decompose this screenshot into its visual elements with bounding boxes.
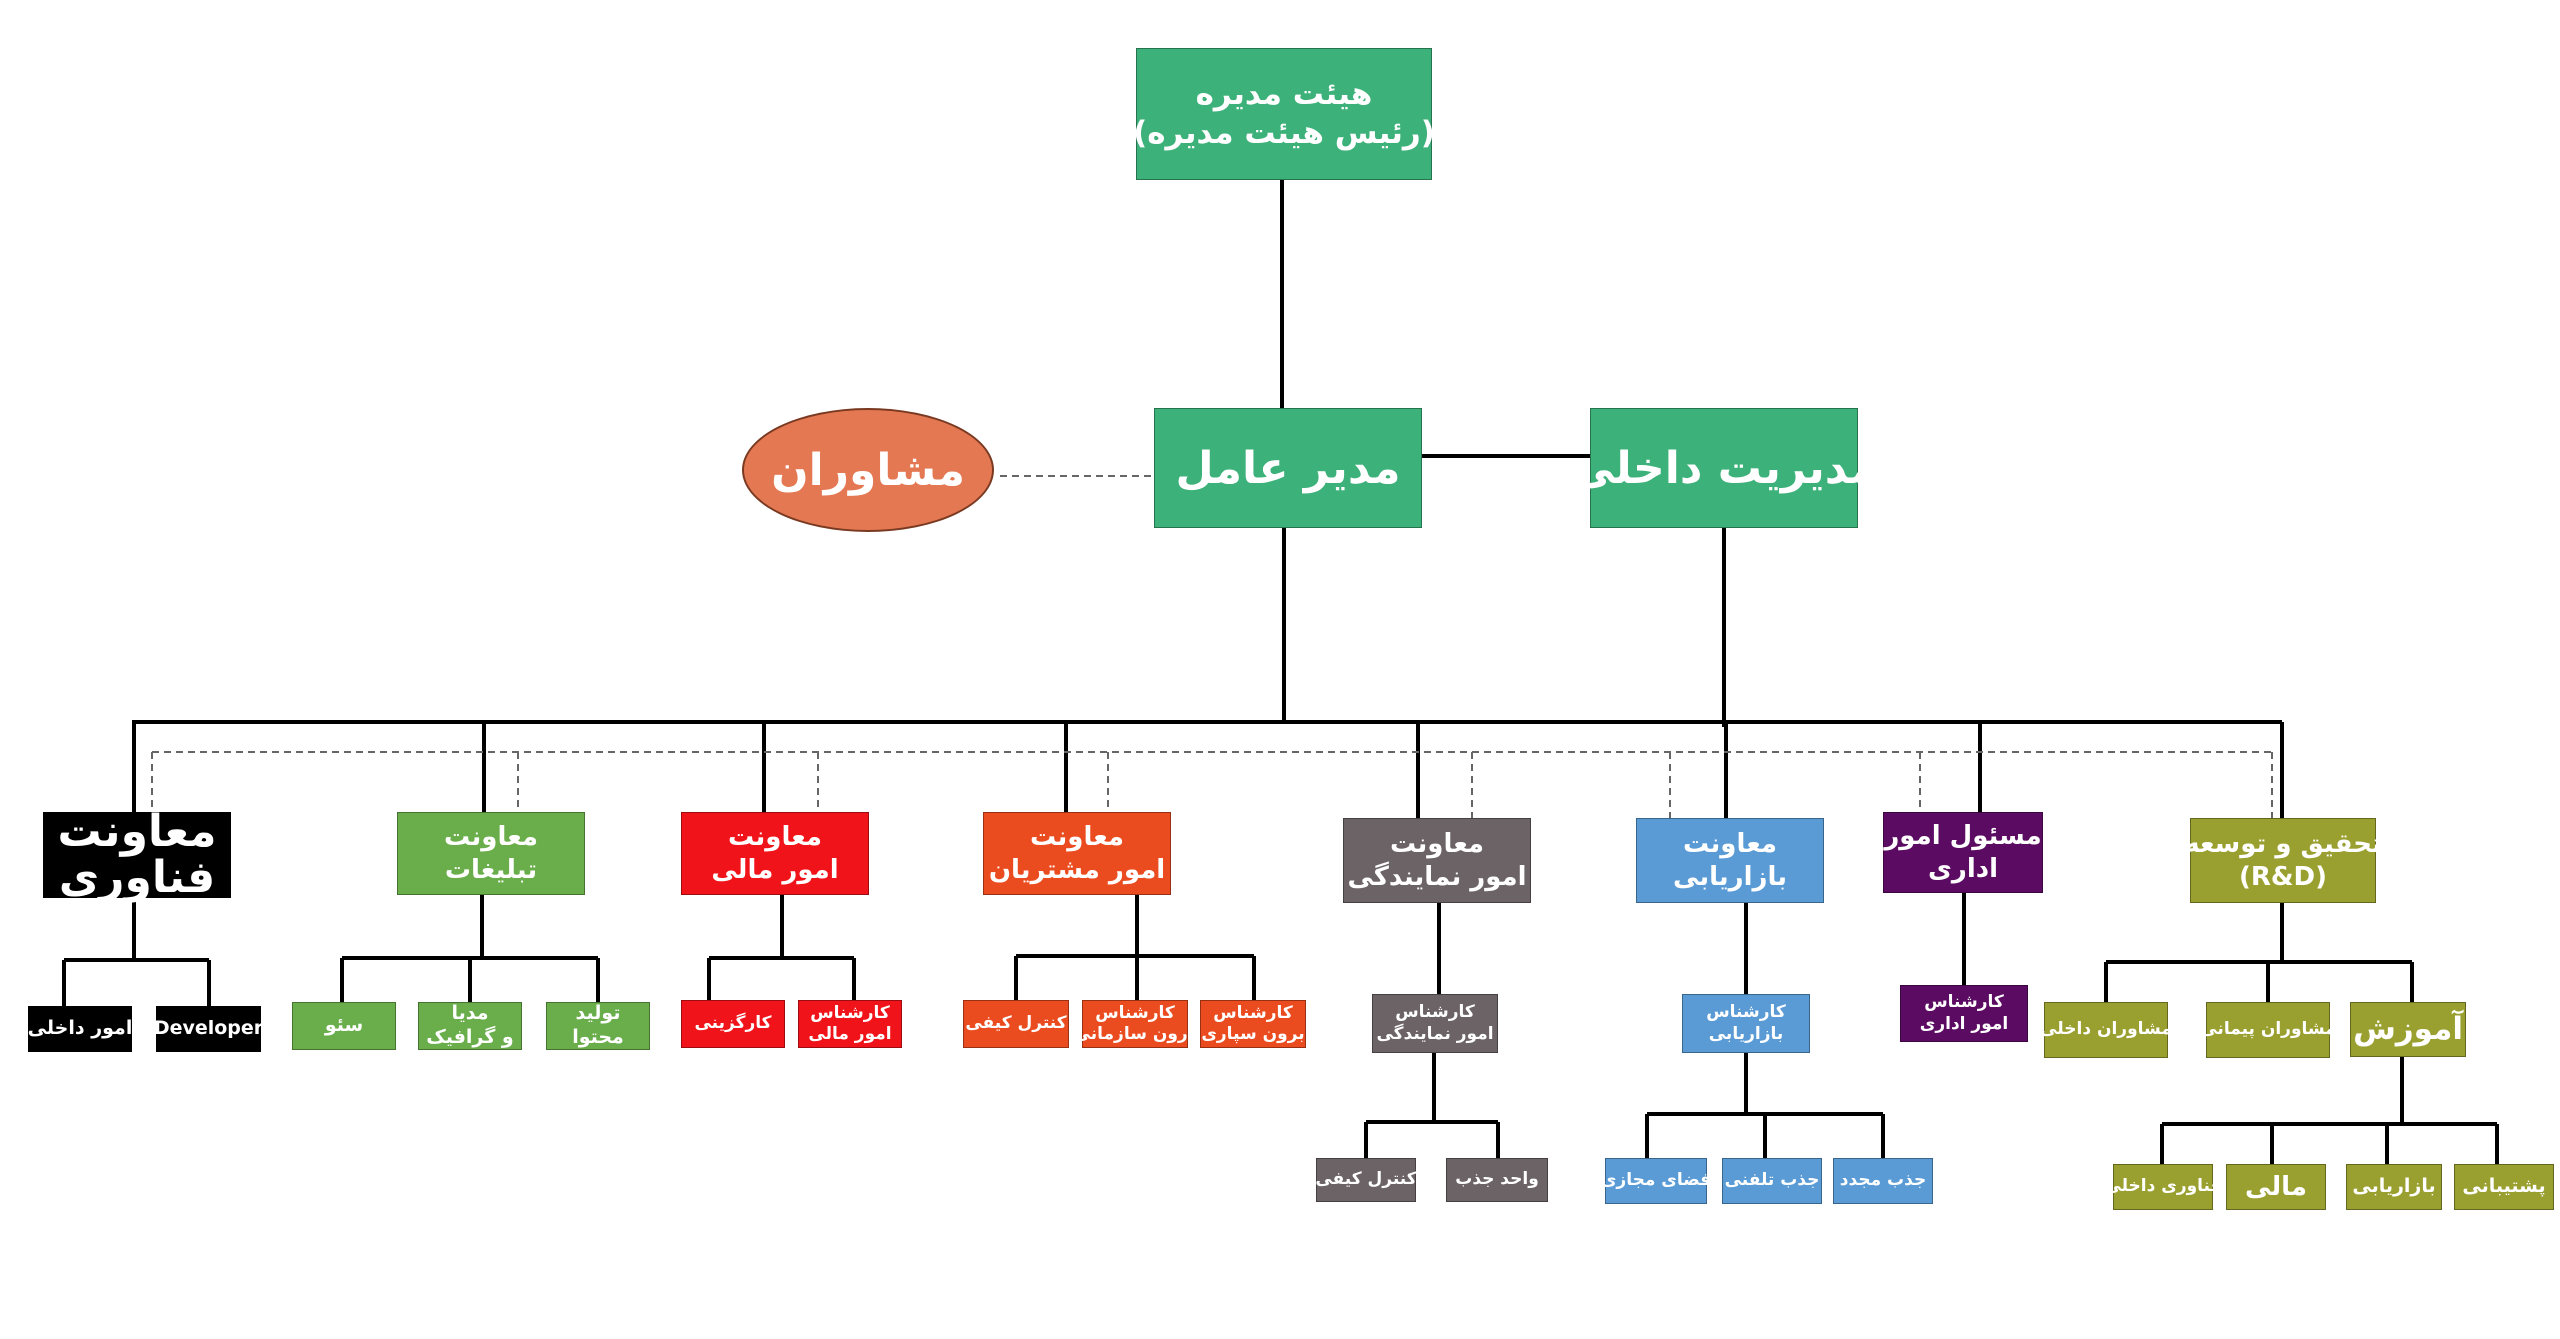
dept-marketing[interactable]: معاونت بازاریابی	[1636, 818, 1824, 903]
training-finance[interactable]: مالی	[2226, 1164, 2326, 1210]
dept-administration-line2: اداری	[1928, 853, 1998, 884]
customers-qc-label: کنترل کیفی	[965, 1013, 1067, 1034]
dept-administration-line1: مسئول امور	[1884, 821, 2042, 851]
admin-expert-line2: امور اداری	[1919, 1013, 2009, 1034]
dept-technology-line2: فناوری	[58, 852, 216, 903]
dept-finance[interactable]: معاونت امور مالی	[681, 812, 869, 895]
agency-recruitment-unit[interactable]: واحد جذب	[1446, 1158, 1548, 1202]
ceo-box[interactable]: مدیر عامل	[1154, 408, 1422, 528]
dept-advertising-line2: تبلیغات	[444, 854, 538, 885]
rnd-internal-consultants[interactable]: مشاوران داخلی	[2040, 1002, 2172, 1058]
dept-administration[interactable]: مسئول امور اداری	[1883, 812, 2043, 893]
ads-seo[interactable]: سئو	[292, 1002, 396, 1050]
ads-content-production[interactable]: تولید محتوا	[546, 1002, 650, 1050]
finance-expert-line1: کارشناس	[810, 1002, 890, 1023]
ads-media-line2: و گرافیک	[426, 1026, 514, 1048]
training-marketing-label: بازاریابی	[2352, 1175, 2436, 1198]
finance-expert[interactable]: کارشناس امور مالی	[798, 1000, 902, 1048]
dept-marketing-line2: بازاریابی	[1673, 861, 1787, 892]
internal-management-label: مدیریت داخلی	[1570, 442, 1878, 494]
consultants-ellipse[interactable]: مشاوران	[742, 408, 994, 532]
tech-developer[interactable]: Developer	[153, 1006, 264, 1052]
board-subtitle: (رئیس هیئت مدیره)	[1133, 115, 1435, 151]
ceo-label: مدیر عامل	[1175, 442, 1401, 494]
agency-expert[interactable]: کارشناس امور نمایندگی	[1372, 994, 1498, 1053]
ads-media-graphic[interactable]: مدیا و گرافیک	[418, 1002, 522, 1050]
marketing-expert-line1: کارشناس	[1706, 1002, 1786, 1023]
dept-agency-line2: امور نمایندگی	[1347, 861, 1527, 892]
customers-inhouse-line2: درون سازمانی	[1073, 1024, 1197, 1044]
tech-internal-affairs[interactable]: امور داخلی	[28, 1006, 132, 1052]
rnd-contract-consultants-label: مشاوران پیمانی	[2200, 1019, 2336, 1040]
agency-expert-line1: کارشناس	[1395, 1002, 1475, 1023]
ads-media-line1: مدیا	[451, 1002, 489, 1025]
dept-agency-line1: معاونت	[1390, 829, 1484, 859]
dept-marketing-line1: معاونت	[1683, 829, 1777, 859]
admin-expert-line1: کارشناس	[1924, 992, 2004, 1013]
finance-personnel[interactable]: کارگزینی	[681, 1000, 785, 1048]
dept-customers-line2: امور مشتریان	[988, 854, 1166, 885]
training-internal-technology[interactable]: فناوری داخلی	[2104, 1164, 2222, 1210]
dept-research-development[interactable]: تحقیق و توسعه (R&D)	[2184, 818, 2382, 903]
marketing-reacq-label: جذب مجدد	[1839, 1170, 1927, 1191]
training-tech-label: فناوری داخلی	[2104, 1176, 2222, 1197]
training-finance-label: مالی	[2245, 1171, 2307, 1202]
ads-seo-line1: سئو	[324, 1014, 364, 1037]
finance-personnel-label: کارگزینی	[694, 1013, 772, 1034]
marketing-phone-label: جذب تلفنی	[1724, 1170, 1820, 1191]
customers-quality-control[interactable]: کنترل کیفی	[963, 1000, 1069, 1048]
dept-agency[interactable]: معاونت امور نمایندگی	[1343, 818, 1531, 903]
dept-rnd-line1: تحقیق و توسعه	[2184, 829, 2382, 859]
dept-customers[interactable]: معاونت امور مشتریان	[983, 812, 1171, 895]
board-title: هیئت مدیره	[1195, 76, 1373, 113]
customers-inhouse-line1: کارشناس	[1095, 1002, 1175, 1023]
dept-finance-line2: امور مالی	[711, 854, 839, 885]
ads-content-line1: تولید	[575, 1002, 621, 1025]
tech-internal-affairs-label: امور داخلی	[27, 1017, 133, 1040]
marketing-expert-line2: بازاریابی	[1708, 1023, 1784, 1044]
training-marketing[interactable]: بازاریابی	[2346, 1164, 2442, 1210]
marketing-reacquisition[interactable]: جذب مجدد	[1833, 1158, 1933, 1204]
customers-outsourcing-expert[interactable]: کارشناس برون سپاری	[1200, 1000, 1306, 1048]
rnd-internal-consultants-label: مشاوران داخلی	[2040, 1019, 2172, 1040]
board-of-directors-box[interactable]: هیئت مدیره (رئیس هیئت مدیره)	[1133, 48, 1435, 180]
dept-advertising[interactable]: معاونت تبلیغات	[397, 812, 585, 895]
finance-expert-line2: امور مالی	[808, 1024, 892, 1044]
consultants-label: مشاوران	[771, 444, 965, 496]
dept-finance-line1: معاونت	[728, 822, 822, 852]
dept-advertising-line1: معاونت	[444, 822, 538, 852]
agency-qc-label: کنترل کیفی	[1315, 1169, 1417, 1190]
marketing-social-label: فضای مجازی	[1600, 1170, 1712, 1191]
tech-developer-label: Developer	[153, 1017, 264, 1040]
customers-outsourcing-line1: کارشناس	[1213, 1002, 1293, 1023]
rnd-training-label: آموزش	[2353, 1011, 2463, 1048]
marketing-phone-acquisition[interactable]: جذب تلفنی	[1722, 1158, 1822, 1204]
agency-expert-line2: امور نمایندگی	[1376, 1023, 1494, 1044]
customers-outsourcing-line2: برون سپاری	[1201, 1024, 1305, 1044]
agency-recruitment-label: واحد جذب	[1455, 1169, 1539, 1190]
agency-quality-control[interactable]: کنترل کیفی	[1315, 1158, 1417, 1202]
dept-technology[interactable]: معاونت فناوری	[43, 805, 231, 903]
internal-management-box[interactable]: مدیریت داخلی	[1571, 408, 1877, 528]
marketing-expert[interactable]: کارشناس بازاریابی	[1682, 994, 1810, 1053]
rnd-training[interactable]: آموزش	[2350, 1002, 2466, 1057]
ads-content-line2: محتوا	[572, 1026, 624, 1048]
dept-customers-line1: معاونت	[1030, 822, 1124, 852]
dept-rnd-line2: (R&D)	[2238, 861, 2328, 892]
marketing-social-media[interactable]: فضای مجازی	[1601, 1158, 1711, 1204]
customers-in-house-expert[interactable]: کارشناس درون سازمانی	[1074, 1000, 1196, 1048]
dept-technology-line1: معاونت	[57, 805, 217, 857]
rnd-contract-consultants[interactable]: مشاوران پیمانی	[2200, 1002, 2336, 1058]
training-support[interactable]: پشتیبانی	[2454, 1164, 2554, 1210]
admin-expert[interactable]: کارشناس امور اداری	[1900, 985, 2028, 1042]
training-support-label: پشتیبانی	[2462, 1175, 2546, 1198]
